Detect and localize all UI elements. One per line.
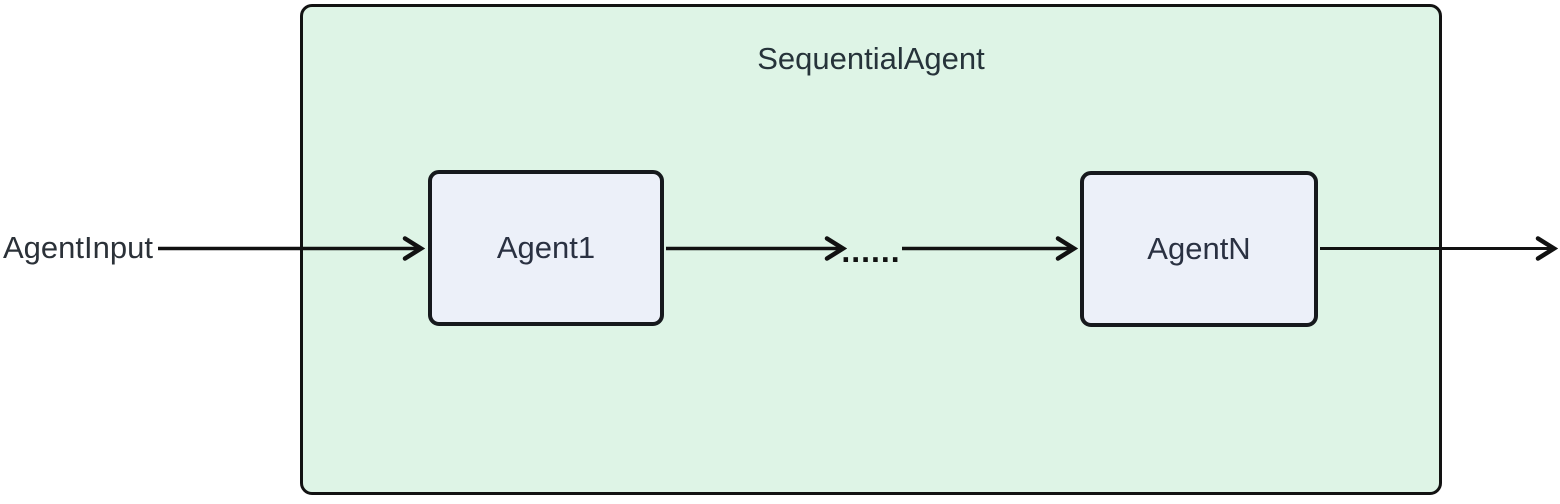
node-agentn-label: AgentN <box>1147 231 1251 266</box>
edge-ellipsis-label: ...... <box>841 233 901 269</box>
agent-input-label: AgentInput <box>3 230 153 265</box>
node-agentn: AgentN <box>1080 171 1318 327</box>
container-title: SequentialAgent <box>757 41 985 76</box>
node-agent1: Agent1 <box>428 170 664 326</box>
node-agent1-label: Agent1 <box>496 230 596 265</box>
